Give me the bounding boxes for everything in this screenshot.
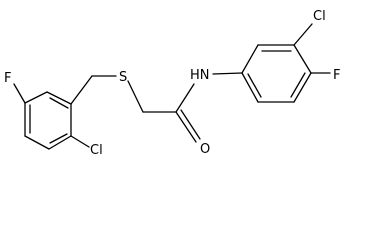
bond-to-chlorine-top	[293, 23, 313, 46]
right-benzene-ring	[241, 44, 312, 103]
bond-s-to-ch2	[127, 80, 144, 113]
bond	[48, 135, 72, 150]
sulfur-label: S	[119, 70, 127, 85]
fluorine-right-label: F	[333, 68, 340, 83]
chlorine-bottom-label: Cl	[90, 143, 103, 158]
bond	[293, 44, 312, 74]
nh-label: HN	[190, 68, 210, 83]
bond-carbonyl-to-nh	[175, 83, 195, 113]
carbonyl-double-bond-b	[180, 109, 201, 140]
carbonyl-double-bond-a	[175, 111, 197, 143]
bond	[24, 135, 50, 150]
chlorine-top-label: Cl	[313, 9, 326, 24]
bond-to-fluorine-left	[13, 83, 26, 104]
bond-to-chlorine-bottom	[70, 135, 90, 148]
bond-nh-to-ring	[212, 72, 243, 75]
oxygen-label: O	[200, 142, 210, 157]
double-bond-inner	[49, 133, 68, 144]
bond	[241, 44, 259, 74]
molecule-structure: F Cl S O HN Cl F	[4, 9, 340, 158]
bond	[241, 72, 259, 103]
double-bond-inner	[290, 72, 306, 98]
left-benzene-ring	[24, 91, 72, 150]
bond	[46, 91, 72, 105]
double-bond-inner	[49, 97, 69, 109]
bond-ring-to-ch2	[70, 75, 93, 105]
double-bond-inner	[247, 73, 262, 98]
bond	[293, 72, 312, 103]
fluorine-left-label: F	[4, 71, 11, 86]
bond	[24, 91, 48, 104]
